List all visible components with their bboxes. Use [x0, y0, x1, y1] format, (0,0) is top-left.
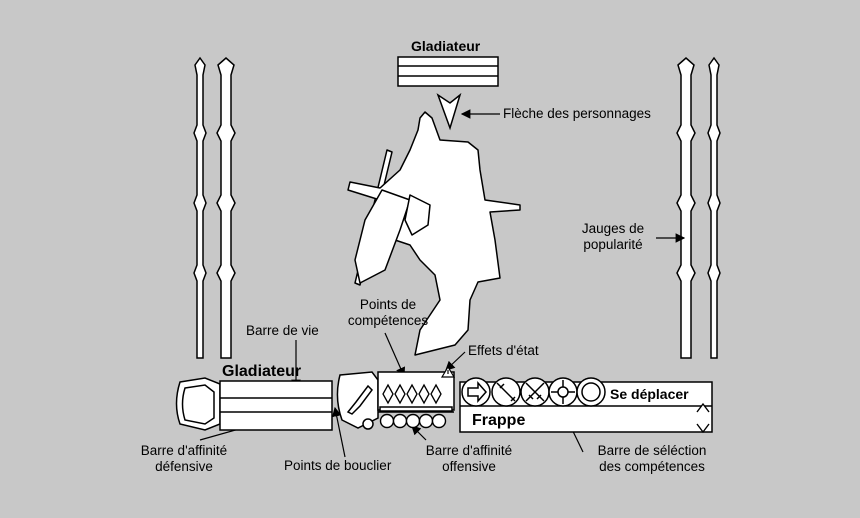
popularity-gauge-right-2 [707, 56, 721, 359]
label-status-effects: Effets d'état [468, 343, 539, 358]
scroll-arrows [696, 402, 710, 434]
skill-icons [461, 377, 606, 407]
label-skill-points: Points de compétences [347, 297, 429, 328]
character-silhouette [347, 111, 521, 356]
arrow-skill-points [384, 332, 405, 378]
label-offensive-affinity: Barre d'affinité offensive [425, 443, 513, 474]
arrow-off-affinity [411, 425, 427, 441]
label-defensive-affinity: Barre d'affinité défensive [140, 443, 228, 474]
label-shield-points: Points de bouclier [284, 458, 392, 473]
top-name-plate [397, 56, 499, 87]
hud-character-name: Gladiateur [222, 363, 302, 380]
popularity-gauge-left-1 [193, 56, 207, 359]
arrow-status [445, 351, 466, 371]
label-life-bar: Barre de vie [246, 323, 319, 338]
selected-action-label[interactable]: Se déplacer [610, 386, 689, 402]
label-character-arrow: Flèche des personnages [503, 106, 651, 121]
popularity-gauge-left-2 [216, 57, 236, 359]
label-popularity: Jauges de popularité [581, 221, 645, 252]
arrow-shield [331, 406, 346, 458]
label-skill-selection: Barre de séléction des compétences [597, 443, 707, 474]
popularity-gauge-right-1 [676, 57, 696, 359]
skill-point-diamonds [382, 383, 442, 405]
warning-icon [440, 365, 456, 378]
top-character-name: Gladiateur [411, 38, 481, 54]
life-panel [175, 377, 333, 431]
character-arrow-marker [436, 92, 462, 131]
offensive-affinity-circles [379, 413, 447, 429]
current-skill-label[interactable]: Frappe [472, 412, 526, 429]
